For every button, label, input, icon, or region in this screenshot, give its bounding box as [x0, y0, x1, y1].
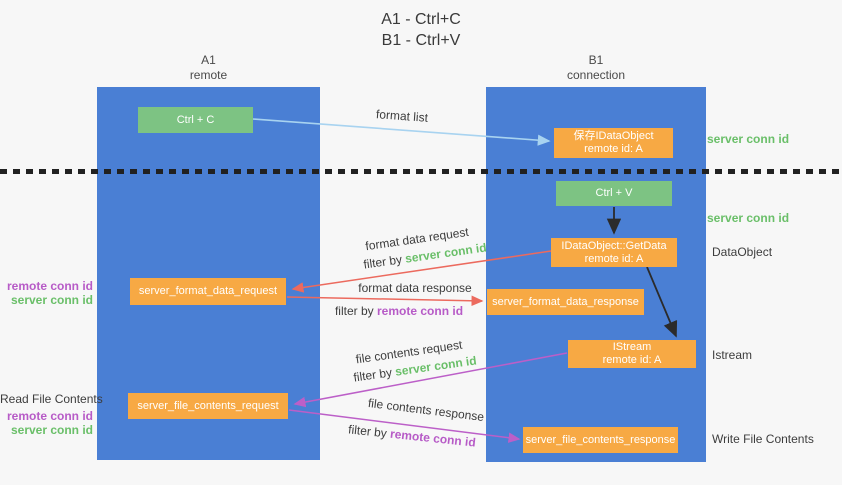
server-format-data-request-label: server_format_data_request — [138, 285, 278, 297]
side-label-remote-conn-id-lower: remote conn id — [6, 409, 93, 423]
side-label-server-conn-id-lower: server conn id — [10, 423, 93, 437]
istream-line1: IStream — [612, 341, 652, 353]
side-label-server-conn-id-upper: server conn id — [10, 293, 93, 307]
istream-line2: remote id: A — [602, 354, 662, 366]
edge-label-filter-by-remote-conn-id-2: filter by remote conn id — [348, 422, 477, 449]
edge-label-format-data-response: format data response — [358, 281, 472, 295]
lane-a1-role: remote — [189, 68, 228, 82]
lane-b1-name: B1 — [588, 53, 604, 67]
node-server-file-contents-request: server_file_contents_request — [128, 393, 288, 419]
lane-header-b1: B1 connection — [486, 53, 706, 83]
save-idataobject-line1: 保存IDataObject — [573, 130, 654, 142]
server-file-contents-response-label: server_file_contents_response — [525, 433, 676, 446]
filter-by-text: filter by — [347, 422, 388, 441]
side-label-remote-conn-id-upper: remote conn id — [6, 279, 93, 293]
node-istream: IStream remote id: A — [568, 340, 696, 368]
lane-b1-role: connection — [566, 68, 626, 82]
title-line-1: A1 - Ctrl+C — [381, 11, 461, 28]
side-label-write-file-contents: Write File Contents — [712, 432, 814, 446]
edge-label-format-list: format list — [375, 107, 429, 125]
ctrl-c-label: Ctrl + C — [176, 113, 215, 126]
side-label-server-conn-id-top: server conn id — [707, 132, 790, 146]
remote-conn-id-text: remote conn id — [377, 304, 464, 318]
getdata-line1: IDataObject::GetData — [561, 239, 667, 252]
node-server-format-data-request: server_format_data_request — [130, 278, 286, 305]
title-line-2: B1 - Ctrl+V — [381, 32, 461, 49]
dotted-separator-line — [0, 169, 842, 174]
node-idataobject-getdata: IDataObject::GetData remote id: A — [551, 238, 677, 267]
node-ctrl-v: Ctrl + V — [556, 181, 672, 206]
node-save-idataobject: 保存IDataObject remote id: A — [554, 128, 673, 158]
remote-conn-id-text: remote conn id — [389, 426, 477, 450]
side-label-dataobject: DataObject — [712, 245, 773, 259]
edge-label-filter-by-remote-conn-id-1: filter by remote conn id — [335, 304, 463, 318]
edge-label-file-contents-response: file contents response — [367, 395, 485, 425]
lane-a1-name: A1 — [201, 53, 216, 67]
filter-by-text: filter by — [362, 252, 403, 272]
getdata-line2: remote id: A — [584, 252, 644, 265]
node-server-file-contents-response: server_file_contents_response — [523, 427, 678, 453]
save-idataobject-line2: remote id: A — [584, 143, 643, 155]
server-file-contents-request-label: server_file_contents_request — [137, 399, 279, 412]
node-server-format-data-response: server_format_data_response — [487, 289, 644, 315]
node-ctrl-c: Ctrl + C — [138, 107, 253, 133]
side-label-server-conn-id-mid: server conn id — [707, 211, 790, 225]
filter-by-text: filter by — [352, 365, 393, 385]
filter-by-text: filter by — [334, 304, 374, 318]
server-format-data-response-label: server_format_data_response — [492, 295, 639, 308]
side-label-istream: Istream — [712, 348, 753, 362]
lane-header-a1: A1 remote — [97, 53, 320, 83]
side-label-read-file-contents: Read File Contents — [0, 392, 103, 406]
ctrl-v-label: Ctrl + V — [595, 187, 633, 199]
diagram-title: A1 - Ctrl+C B1 - Ctrl+V — [0, 9, 842, 51]
